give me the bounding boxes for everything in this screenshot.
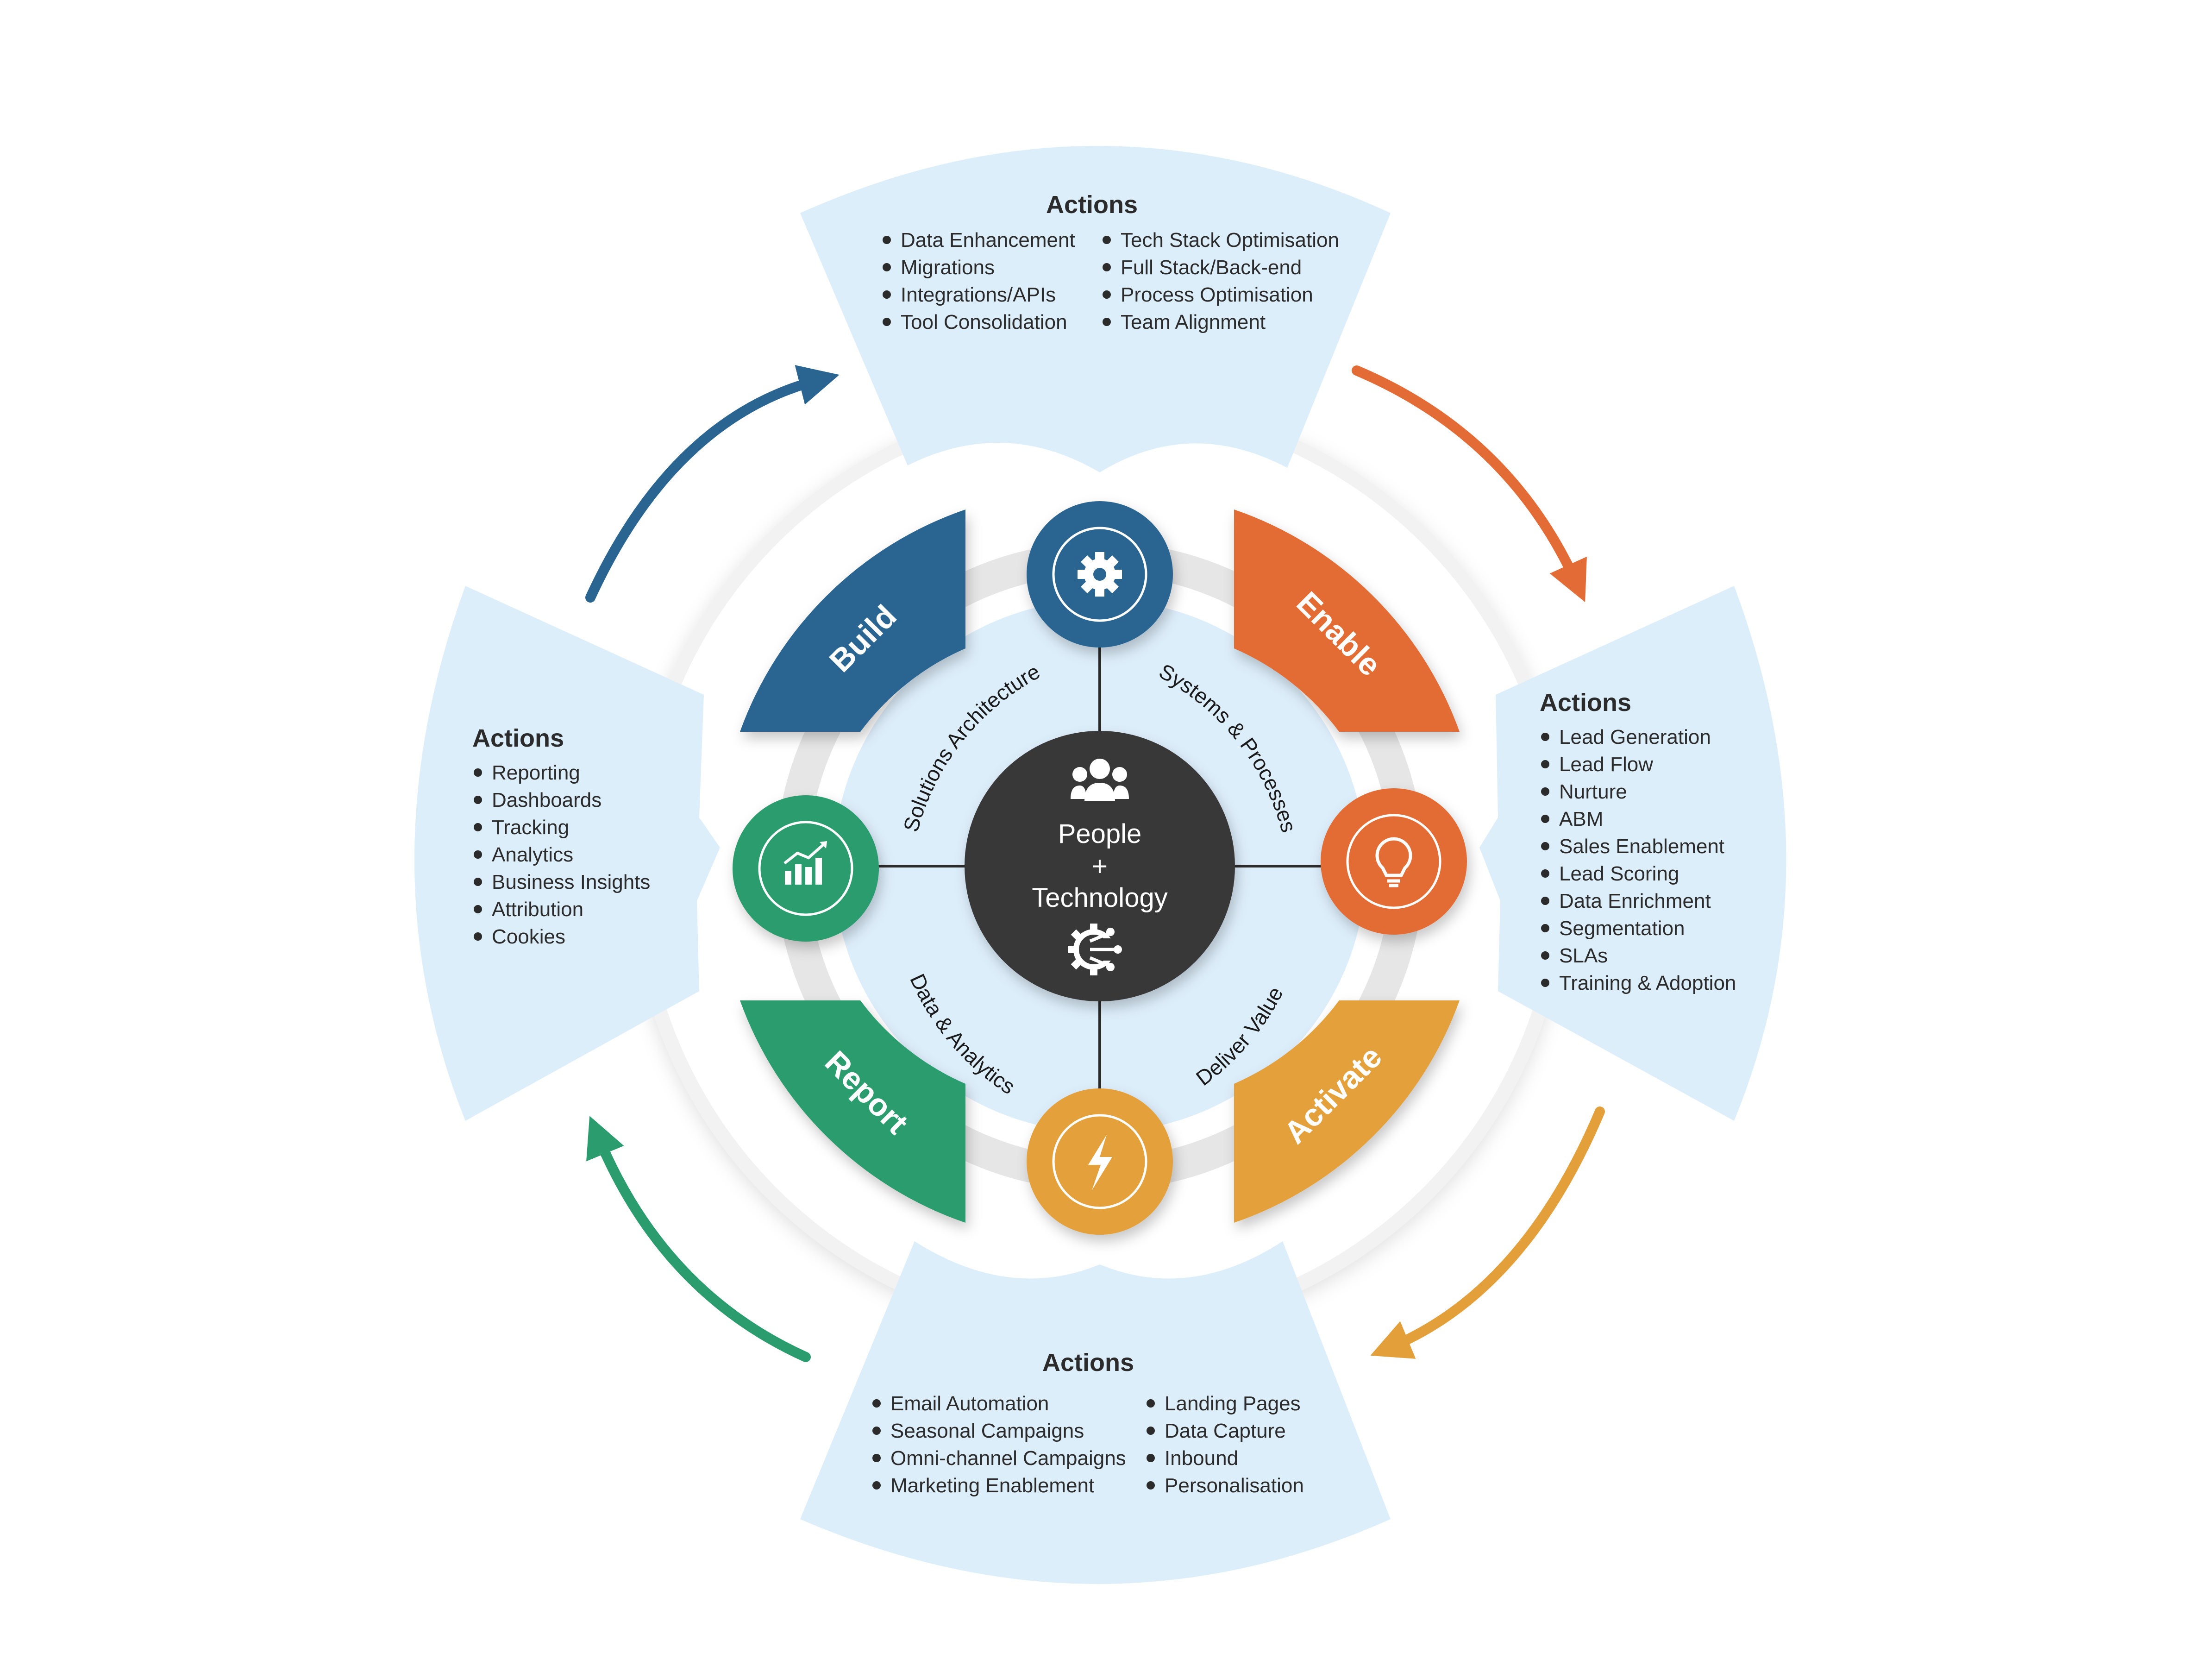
list-item: Dashboards — [492, 789, 602, 811]
actions-bottom-title: Actions — [1042, 1349, 1134, 1377]
list-item: Sales Enablement — [1559, 835, 1724, 858]
list-item: Data Enrichment — [1559, 890, 1711, 912]
list-item: Analytics — [492, 843, 573, 866]
center-line-technology: Technology — [1032, 883, 1167, 913]
center-hub: People + Technology — [965, 731, 1235, 1001]
list-item: Marketing Enablement — [890, 1474, 1094, 1497]
list-item: Segmentation — [1559, 917, 1685, 940]
center-line-people: People — [1058, 819, 1142, 849]
list-item: Migrations — [901, 256, 995, 279]
node-top — [1027, 501, 1173, 647]
actions-top-col2: Tech Stack Optimisation Full Stack/Back-… — [1103, 229, 1339, 333]
arrow-report — [586, 1116, 811, 1362]
actions-panel-bottom — [800, 1241, 1391, 1584]
list-item: Full Stack/Back-end — [1121, 256, 1302, 279]
list-item: Data Capture — [1165, 1420, 1286, 1442]
list-item: Training & Adoption — [1559, 972, 1736, 994]
phase-band-build — [740, 509, 965, 732]
actions-left-title: Actions — [472, 724, 564, 752]
list-item: Business Insights — [492, 871, 650, 893]
actions-right-title: Actions — [1540, 689, 1631, 717]
actions-top: Actions Data Enhancement Migrations Inte… — [883, 191, 1339, 333]
phase-band-activate — [1234, 1000, 1460, 1223]
list-item: Tech Stack Optimisation — [1121, 229, 1339, 251]
list-item: Omni-channel Campaigns — [890, 1447, 1126, 1470]
list-item: Reporting — [492, 761, 580, 784]
actions-bottom-col2: Landing Pages Data Capture Inbound Perso… — [1147, 1392, 1304, 1497]
arrow-activate — [1370, 1106, 1605, 1359]
list-item: Nurture — [1559, 780, 1627, 803]
actions-panel-right — [1479, 586, 1786, 1121]
lightning-icon — [1088, 1135, 1112, 1190]
actions-bottom: Actions Email Automation Seasonal Campai… — [872, 1349, 1304, 1497]
list-item: Email Automation — [890, 1392, 1049, 1415]
actions-top-col1: Data Enhancement Migrations Integrations… — [883, 229, 1075, 333]
node-bottom — [1027, 1088, 1173, 1235]
phase-band-enable — [1234, 509, 1460, 732]
list-item: Cookies — [492, 925, 565, 948]
node-right — [1321, 788, 1467, 935]
gear-network-icon — [1068, 924, 1122, 975]
arrow-build — [585, 365, 840, 603]
list-item: Team Alignment — [1121, 311, 1266, 333]
bar-chart-icon — [783, 841, 827, 885]
people-icon — [1071, 759, 1129, 801]
list-item: Lead Scoring — [1559, 862, 1679, 885]
list-item: Tool Consolidation — [901, 311, 1067, 333]
actions-bottom-col1: Email Automation Seasonal Campaigns Omni… — [872, 1392, 1126, 1497]
actions-right: Actions Lead Generation Lead Flow Nurtur… — [1540, 689, 1736, 994]
actions-panel-top — [800, 146, 1391, 472]
list-item: Lead Generation — [1559, 726, 1711, 748]
list-item: Data Enhancement — [901, 229, 1075, 251]
list-item: Inbound — [1165, 1447, 1238, 1470]
lightbulb-icon — [1375, 837, 1412, 887]
actions-top-title: Actions — [1046, 191, 1138, 219]
list-item: Personalisation — [1165, 1474, 1304, 1497]
list-item: Process Optimisation — [1121, 283, 1313, 306]
actions-panel-left — [414, 586, 720, 1121]
list-item: SLAs — [1559, 944, 1608, 967]
center-line-plus: + — [1092, 851, 1108, 881]
list-item: Integrations/APIs — [901, 283, 1056, 306]
list-item: Tracking — [492, 816, 569, 839]
phase-band-report — [740, 1000, 965, 1223]
list-item: Seasonal Campaigns — [890, 1420, 1084, 1442]
list-item: Landing Pages — [1165, 1392, 1301, 1415]
gear-icon — [1078, 552, 1122, 597]
list-item: Attribution — [492, 898, 583, 921]
list-item: Lead Flow — [1559, 753, 1653, 776]
actions-left: Actions Reporting Dashboards Tracking An… — [472, 724, 650, 948]
list-item: ABM — [1559, 808, 1603, 830]
arrow-enable — [1352, 365, 1587, 603]
node-left — [733, 795, 879, 942]
